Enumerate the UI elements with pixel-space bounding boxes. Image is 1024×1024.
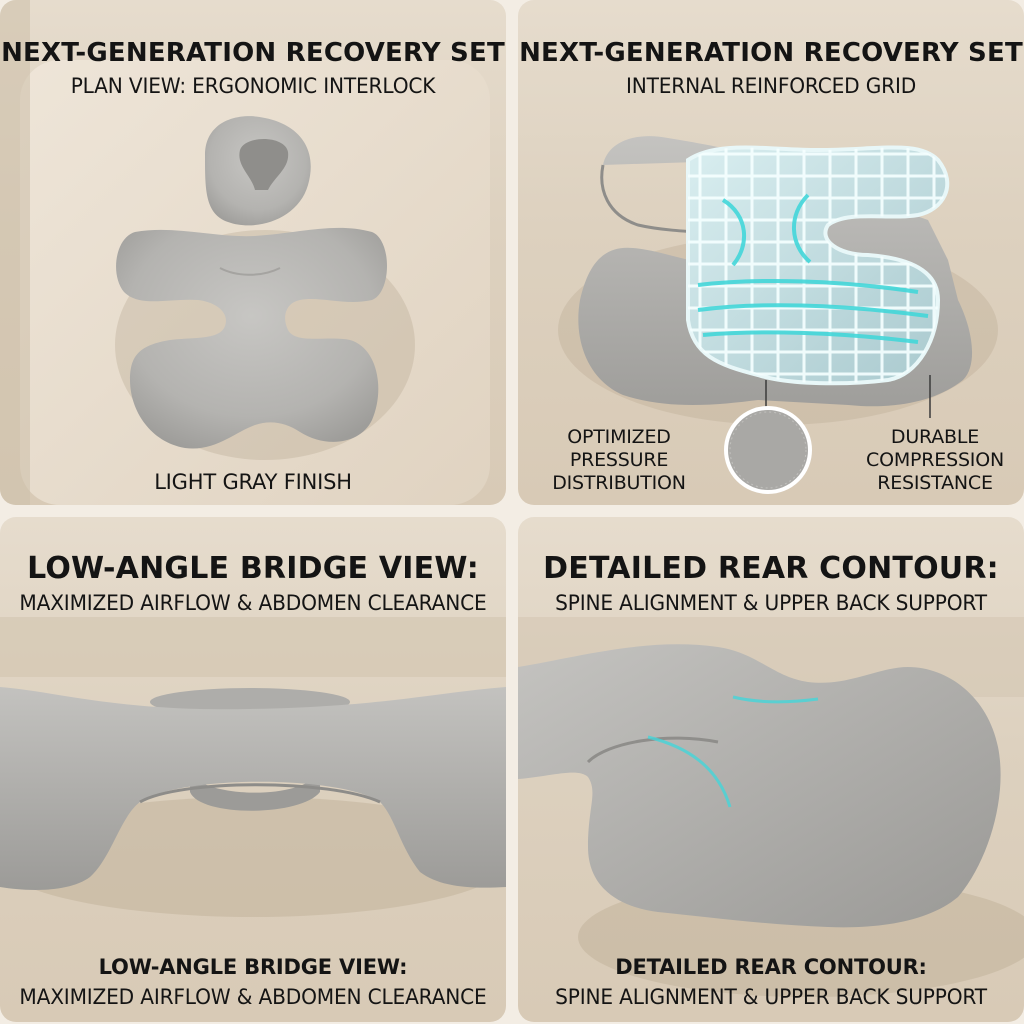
panel-subtitle: SPINE ALIGNMENT & UPPER BACK SUPPORT xyxy=(555,591,987,615)
panel-caption: LIGHT GRAY FINISH xyxy=(154,470,352,494)
panel-subtitle: INTERNAL REINFORCED GRID xyxy=(625,74,917,98)
panel-caption-title: DETAILED REAR CONTOUR: xyxy=(615,955,927,979)
panel-title: NEXT-GENERATION RECOVERY SET xyxy=(519,38,1023,68)
bridge-cushion xyxy=(0,687,506,890)
panel-caption-subtitle: MAXIMIZED AIRFLOW & ABDOMEN CLEARANCE xyxy=(19,985,487,1009)
panel-title: NEXT-GENERATION RECOVERY SET xyxy=(1,38,505,68)
plan-view-illustration xyxy=(0,0,490,505)
panel-caption-subtitle: SPINE ALIGNMENT & UPPER BACK SUPPORT xyxy=(555,985,987,1009)
panel-internal-grid: NEXT-GENERATION RECOVERY SET INTERNAL RE… xyxy=(518,0,1024,505)
panel-subtitle: PLAN VIEW: ERGONOMIC INTERLOCK xyxy=(70,74,436,98)
panel-caption-title: LOW-ANGLE BRIDGE VIEW: xyxy=(98,955,408,979)
panel-plan-view: NEXT-GENERATION RECOVERY SET PLAN VIEW: … xyxy=(0,0,506,505)
callout-compression: DURABLE COMPRESSION RESISTANCE xyxy=(866,426,1004,494)
callout-pressure: OPTIMIZED PRESSURE DISTRIBUTION xyxy=(552,426,686,494)
panel-subtitle: MAXIMIZED AIRFLOW & ABDOMEN CLEARANCE xyxy=(19,591,487,615)
reinforced-gel-grid xyxy=(686,145,950,386)
panel-title: DETAILED REAR CONTOUR: xyxy=(543,551,999,586)
body-cushion xyxy=(116,227,387,449)
bridge-view-illustration xyxy=(0,617,506,917)
panel-rear-contour: DETAILED REAR CONTOUR: SPINE ALIGNMENT &… xyxy=(518,517,1024,1022)
rear-contour-illustration xyxy=(518,617,1024,997)
fabric-texture-magnifier xyxy=(724,375,931,494)
internal-grid-illustration xyxy=(558,136,998,494)
head-ring-cushion xyxy=(205,116,311,226)
contour-cushion xyxy=(518,644,1001,928)
panel-bridge-view: LOW-ANGLE BRIDGE VIEW: MAXIMIZED AIRFLOW… xyxy=(0,517,506,1022)
panel-title: LOW-ANGLE BRIDGE VIEW: xyxy=(27,551,479,586)
